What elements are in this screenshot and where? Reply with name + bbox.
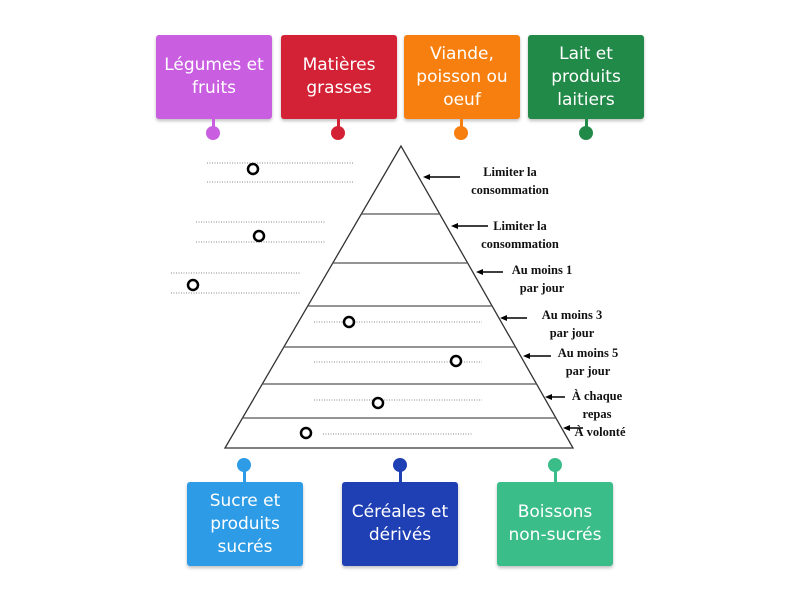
tile-matieres-grasses[interactable]: Matières grasses: [281, 35, 397, 119]
drop-target-circle[interactable]: [449, 354, 463, 368]
tile-label: Matières grasses: [302, 55, 376, 98]
arrow-head-icon: [500, 315, 507, 321]
pin-stem: [337, 118, 340, 133]
pin-stem: [460, 118, 463, 133]
arrow-head-icon: [545, 394, 552, 400]
tile-label: Boissons non-sucrés: [508, 502, 602, 545]
pyramid-outline: [223, 144, 575, 449]
pyramid-level-label: consommation: [471, 183, 549, 197]
pin-stem: [212, 118, 215, 133]
tile-boissons-non-sucres[interactable]: Boissons non-sucrés: [497, 482, 613, 566]
pyramid-level-label: À volonté: [574, 425, 625, 439]
tile-label: Sucre et produits sucrés: [209, 490, 281, 557]
pyramid-level-label: Limiter la: [493, 219, 547, 233]
pin-dot[interactable]: [579, 126, 593, 140]
pin-dot[interactable]: [237, 458, 251, 472]
drop-target-circle[interactable]: [371, 396, 385, 410]
arrow-head-icon: [523, 353, 530, 359]
pyramid-level-label: par jour: [566, 364, 611, 378]
tile-lait-produits-laitiers[interactable]: Lait et produits laitiers: [528, 35, 644, 119]
pin-dot[interactable]: [331, 126, 345, 140]
pyramid-level-label: par jour: [520, 281, 565, 295]
pyramid-level-label: par jour: [550, 326, 595, 340]
drop-target-circle[interactable]: [246, 162, 260, 176]
arrow-head-icon: [476, 269, 483, 275]
drop-target-circle[interactable]: [252, 229, 266, 243]
drop-target-circle[interactable]: [299, 426, 313, 440]
pyramid-level-label: Limiter la: [483, 165, 537, 179]
pyramid-level-label: repas: [583, 407, 612, 421]
pin-stem: [585, 118, 588, 133]
arrow-head-icon: [423, 174, 430, 180]
tile-viande-poisson-oeuf[interactable]: Viande, poisson ou oeuf: [404, 35, 520, 119]
pyramid-level-label: consommation: [481, 237, 559, 251]
pin-dot[interactable]: [206, 126, 220, 140]
pyramid-level-label: Au moins 5: [558, 346, 618, 360]
tile-cereales-derives[interactable]: Céréales et dérivés: [342, 482, 458, 566]
pin-stem: [554, 465, 557, 482]
tile-label: Légumes et fruits: [164, 55, 264, 98]
pyramid-level-label: Au moins 1: [512, 263, 572, 277]
arrow-head-icon: [451, 223, 458, 229]
drop-target-circle[interactable]: [342, 315, 356, 329]
pin-dot[interactable]: [454, 126, 468, 140]
tile-label: Lait et produits laitiers: [551, 43, 621, 110]
pyramid-level-label: À chaque: [572, 389, 623, 403]
tile-label: Viande, poisson ou oeuf: [416, 43, 508, 110]
pin-dot[interactable]: [548, 458, 562, 472]
pin-dot[interactable]: [393, 458, 407, 472]
pin-stem: [243, 465, 246, 482]
tile-label: Céréales et dérivés: [351, 502, 449, 545]
arrow-head-icon: [563, 425, 570, 431]
tile-sucre-produits-sucres[interactable]: Sucre et produits sucrés: [187, 482, 303, 566]
pin-stem: [399, 465, 402, 482]
drop-target-circle[interactable]: [186, 278, 200, 292]
pyramid-level-label: Au moins 3: [542, 308, 602, 322]
tile-legumes-fruits[interactable]: Légumes et fruits: [156, 35, 272, 119]
